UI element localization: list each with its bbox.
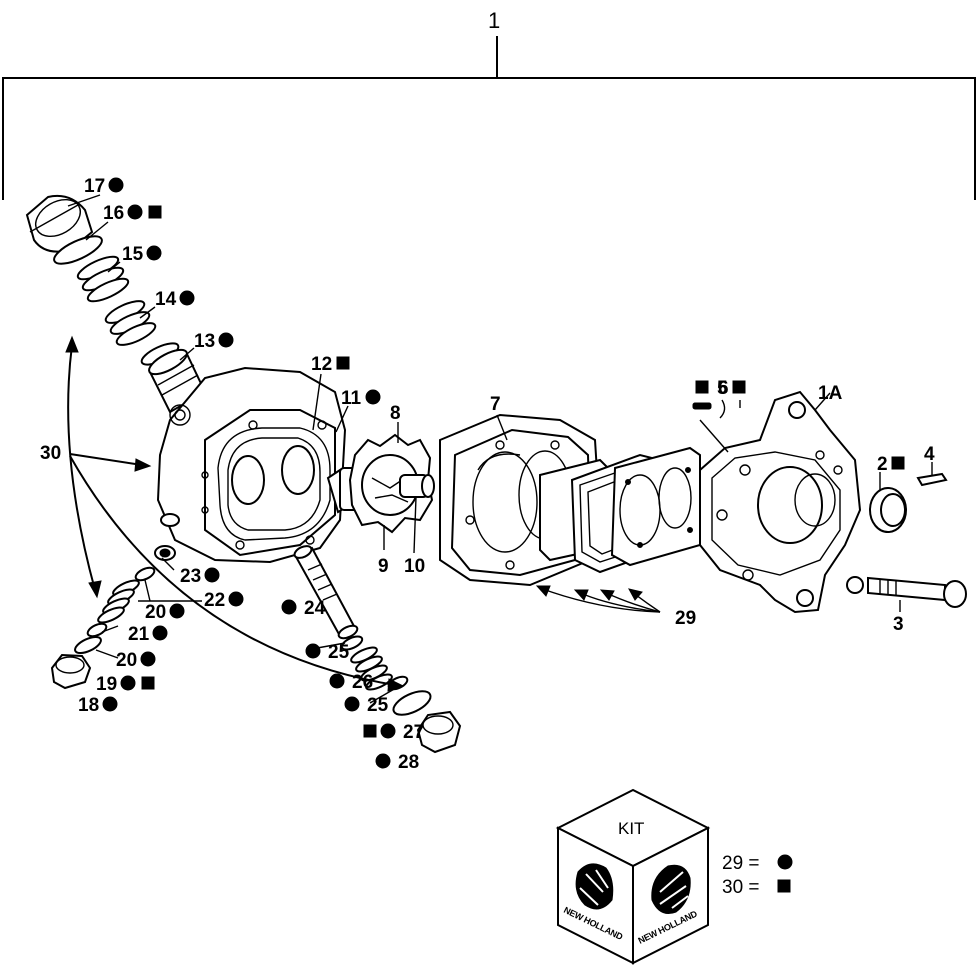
- washer-22: [134, 566, 156, 582]
- kit-dot-icon: [204, 567, 220, 583]
- kit-dot-icon: [146, 245, 162, 261]
- callout-5: 5: [717, 378, 728, 399]
- plug-18: [50, 653, 92, 690]
- assembly-label: 1: [488, 8, 500, 33]
- key-4: [916, 472, 948, 487]
- kit-dot-icon: [152, 625, 168, 641]
- kit-dot-icon: [102, 696, 118, 712]
- callout-9: 9: [378, 556, 389, 577]
- legend-29-dot-icon: [777, 854, 793, 870]
- arrows-29: [535, 585, 661, 613]
- kit-dot-icon: [329, 673, 345, 689]
- plug-28: [416, 710, 462, 754]
- kit-cube: KIT NEW HOLLAND NEW HOLLAND: [555, 788, 711, 965]
- callout-13: 13: [194, 331, 215, 352]
- kit-dot-icon: [120, 675, 136, 691]
- callout-4: 4: [924, 444, 935, 465]
- kit-square-icon: [891, 456, 905, 470]
- kit-square-icon: [148, 205, 162, 219]
- callout-17: 17: [84, 176, 105, 197]
- o-ring-19: [74, 635, 102, 655]
- kit-square-icon: [732, 380, 746, 394]
- pins-5-6: [692, 399, 726, 419]
- legend-29: 29 =: [722, 853, 760, 874]
- kit-dot-icon: [380, 723, 396, 739]
- pump-body: [156, 366, 347, 564]
- callout-2: 2: [877, 454, 888, 475]
- callout-20: 20: [116, 650, 137, 671]
- kit-dot-icon: [179, 290, 195, 306]
- relief-valve-lower-stack: [50, 545, 176, 690]
- kit-dot-icon: [228, 591, 244, 607]
- spool-24: [293, 545, 359, 640]
- o-ring-25: [340, 635, 364, 651]
- kit-dot-icon: [218, 332, 234, 348]
- spring-14: [104, 300, 157, 346]
- kit-dot-icon: [365, 389, 381, 405]
- washer-20: [86, 622, 108, 638]
- kit-dot-icon: [169, 603, 185, 619]
- callout-3: 3: [893, 614, 904, 635]
- kit-square-icon: [363, 724, 377, 738]
- plug-cap-17: [25, 194, 94, 253]
- kit-dot-icon: [344, 696, 360, 712]
- spring-15: [76, 255, 130, 303]
- callout-21: 21: [128, 624, 150, 645]
- drive-gear-shaft: [326, 433, 435, 534]
- kit-square-icon: [141, 676, 155, 690]
- plug-23: [154, 545, 176, 561]
- new-holland-leaf-logo-icon: [575, 863, 614, 910]
- callout-26: 26: [352, 672, 373, 693]
- callout-19: 19: [96, 674, 117, 695]
- callout-22: 22: [204, 590, 225, 611]
- arrows-30: [65, 335, 405, 692]
- seal-plates: [539, 446, 701, 574]
- callout-28: 28: [398, 752, 419, 773]
- callout-16: 16: [103, 203, 124, 224]
- callout-23: 23: [180, 566, 201, 587]
- o-ring-27: [392, 690, 432, 716]
- callout-25: 25: [367, 695, 389, 716]
- assembly-bracket: 1: [2, 8, 976, 200]
- kit-square-icon: [336, 356, 350, 370]
- callout-29: 29: [675, 608, 696, 629]
- relief-valve-upper-stack: [25, 194, 207, 414]
- leader-lines: [67, 194, 933, 704]
- legend-30-square-icon: [777, 879, 791, 893]
- callout-7: 7: [490, 394, 501, 415]
- shaft-seal-2: [869, 487, 907, 533]
- callout-18: 18: [78, 695, 99, 716]
- front-cover-1A: [699, 390, 862, 614]
- legend-30: 30 =: [722, 877, 760, 898]
- new-holland-leaf-logo-icon: [651, 864, 691, 914]
- callout-24: 24: [304, 598, 326, 619]
- kit-legend: 29 = 30 =: [722, 853, 793, 898]
- callout-6: 6: [718, 378, 729, 399]
- kit-title: KIT: [618, 819, 644, 838]
- kit-dot-icon: [127, 204, 143, 220]
- kit-dot-icon: [281, 599, 297, 615]
- kit-dot-icon: [140, 651, 156, 667]
- kit-dot-icon: [305, 643, 321, 659]
- callout-11: 11: [341, 388, 362, 409]
- o-ring-16: [53, 235, 103, 265]
- callout-30: 30: [40, 443, 61, 464]
- callout-1A: 1A: [818, 383, 843, 404]
- kit-dot-icon: [375, 753, 391, 769]
- callout-10: 10: [404, 556, 425, 577]
- kit-square-icon: [695, 380, 709, 394]
- callout-25: 25: [328, 642, 350, 663]
- spring-21: [97, 579, 140, 624]
- bolt-3: [846, 576, 967, 608]
- callout-15: 15: [122, 244, 144, 265]
- kit-dot-icon: [108, 177, 124, 193]
- callout-20: 20: [145, 602, 166, 623]
- callout-14: 14: [155, 289, 177, 310]
- callout-8: 8: [390, 403, 401, 424]
- callout-12: 12: [311, 354, 332, 375]
- callout-27: 27: [403, 722, 424, 743]
